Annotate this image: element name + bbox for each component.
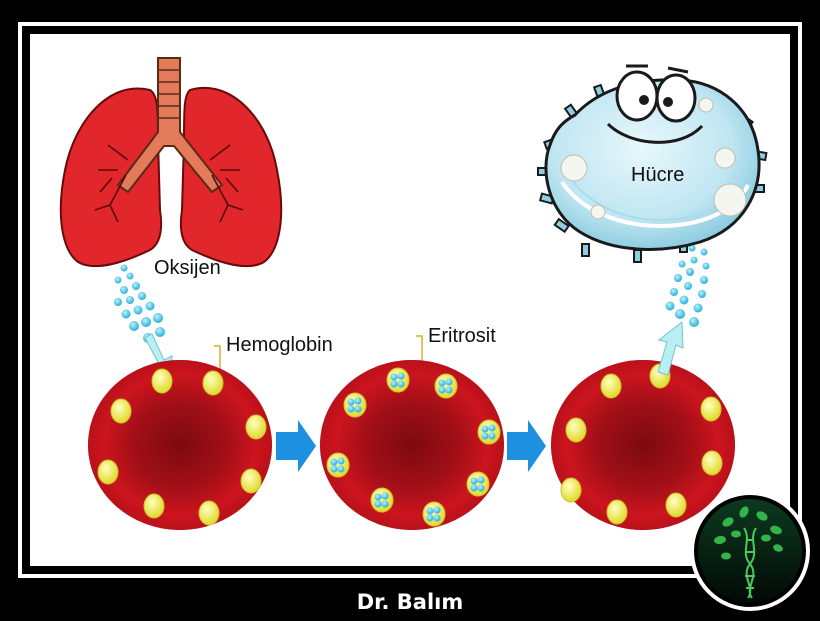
hemoglobin-group-1 — [97, 368, 267, 526]
oxygen-molecules-right — [665, 244, 710, 327]
erythrocyte-label: Eritrosit — [428, 325, 496, 347]
bound-oxygen-dots — [330, 372, 496, 522]
label-leaders — [214, 335, 423, 374]
oxygen-molecules-left — [114, 264, 165, 343]
cell-label: Hücre — [631, 164, 685, 186]
hemoglobin-group-3 — [560, 363, 723, 525]
oxygen-label: Oksijen — [154, 257, 221, 279]
right-arrow-icon-1 — [276, 420, 316, 472]
lungs-icon — [59, 57, 283, 267]
smiling-cell-icon — [537, 64, 768, 263]
red-blood-cell-1 — [88, 360, 272, 530]
right-arrow-icon-2 — [507, 420, 546, 472]
hemoglobin-label: Hemoglobin — [226, 334, 333, 356]
red-blood-cell-2 — [320, 360, 504, 530]
footer-credit: Dr. Balım — [356, 590, 464, 614]
red-blood-cell-3 — [551, 360, 735, 530]
outer-border — [18, 22, 802, 578]
up-arrow-icon — [657, 321, 684, 376]
dna-tree-logo-icon — [690, 491, 810, 611]
